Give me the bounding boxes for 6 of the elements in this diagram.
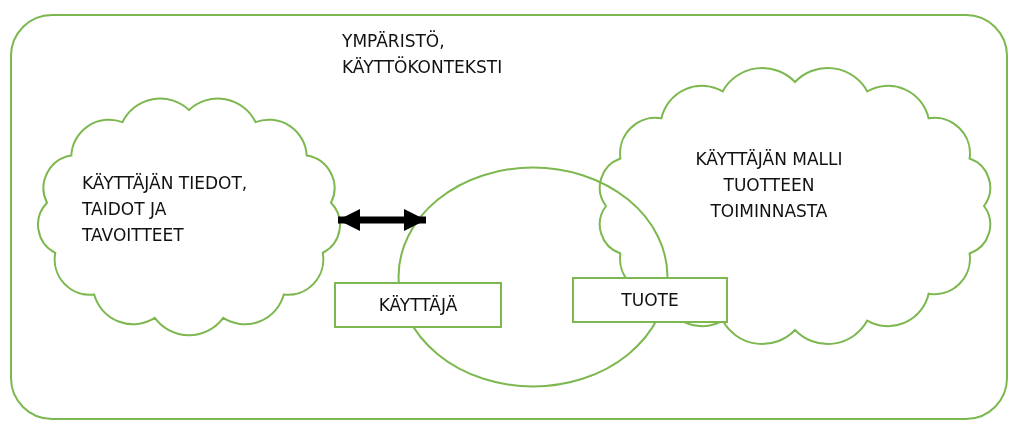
cloud-text: KÄYTTÄJÄN MALLI TUOTTEEN TOIMINNASTA: [694, 148, 844, 223]
cloud-text: KÄYTTÄJÄN TIEDOT, TAIDOT JA TAVOITTEET: [82, 172, 249, 247]
context-heading: YMPÄRISTÖ, KÄYTTÖKONTEKSTI: [342, 29, 504, 79]
label-box: KÄYTTÄJÄ: [334, 282, 502, 328]
context-frame: [10, 14, 1008, 420]
label-box: TUOTE: [572, 277, 728, 323]
